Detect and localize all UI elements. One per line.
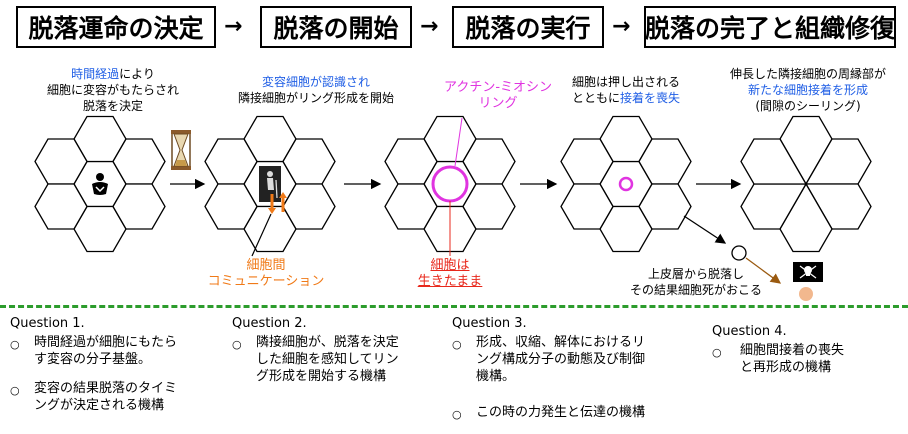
step-extrusion-start: 脱落の開始 xyxy=(260,6,412,48)
q2-bullet-1: ○ xyxy=(232,338,242,351)
dead-cell xyxy=(799,287,813,301)
hourglass-icon xyxy=(171,130,191,170)
epithelium-illustration xyxy=(34,115,872,301)
q1-item-1: 時間経過が細胞にもたら す変容の分子基盤。 xyxy=(34,334,177,368)
q3-item1-line2: ング構成分子の動態及び制御 xyxy=(476,352,646,367)
skull-crossbones-icon xyxy=(793,262,823,282)
cell-communication-label: 細胞間 コミュニケーション xyxy=(196,258,336,290)
q3-item-2: この時の力発生と伝達の機構 xyxy=(476,404,645,421)
q1-item1-line2: す変容の分子基盤。 xyxy=(34,352,152,367)
q2-item1-line1: 隣接細胞が、脱落を決定 xyxy=(256,335,399,350)
q1-item2-line2: ングが決定される機構 xyxy=(34,398,165,413)
q2-item1-line2: した細胞を感知してリン xyxy=(256,352,399,367)
stage5-caption: 伸長した隣接細胞の周縁部が 新たな細胞接着を形成 (間隙のシーリング) xyxy=(710,66,906,114)
stage5-caption-line1: 伸長した隣接細胞の周縁部が xyxy=(729,67,886,81)
q3-bullet-1: ○ xyxy=(452,338,462,351)
death-arrow xyxy=(745,257,782,284)
step-extrusion-execution: 脱落の実行 xyxy=(452,6,604,48)
communication-arrows xyxy=(251,192,287,257)
q1-item2-line1: 変容の結果脱落のタイミ xyxy=(34,381,178,396)
q1-bullet-1: ○ xyxy=(10,338,20,351)
stage2-recognized: 変容細胞が認識され xyxy=(261,75,370,89)
alive-line2: 生きたまま xyxy=(417,274,483,289)
stage4-caption: 細胞は押し出される とともに接着を喪失 xyxy=(556,74,696,106)
arrow-3: → xyxy=(612,14,631,39)
elderly-person-icon xyxy=(259,166,281,202)
comm-line2: コミュニケーション xyxy=(207,274,325,289)
q4-bullet-1: ○ xyxy=(712,346,722,359)
arrow-1: → xyxy=(224,14,243,39)
q1-bullet-2: ○ xyxy=(10,384,20,397)
q4-item-1: 細胞間接着の喪失 と再形成の機構 xyxy=(740,342,844,376)
bottom-line2: その結果細胞死がおこる xyxy=(629,283,762,297)
question-3-title: Question 3. xyxy=(452,316,527,331)
stage4-adhesion-loss: 接着を喪失 xyxy=(620,91,681,105)
stage1-time-elapsed: 時間経過 xyxy=(71,67,120,81)
actomyosin-ring xyxy=(431,165,469,203)
q2-item1-line3: グ形成を開始する機構 xyxy=(256,369,387,384)
stage5-new-adhesion: 新たな細胞接着を形成 xyxy=(747,83,868,97)
bottom-line1: 上皮層から脱落し xyxy=(647,267,744,281)
q3-bullet-2: ○ xyxy=(452,408,462,421)
stage4-caption-line2a: とともに xyxy=(571,91,620,105)
extruded-cell xyxy=(731,245,747,261)
q3-item2-line1: この時の力発生と伝達の機構 xyxy=(476,405,646,420)
stage1-caption: 時間経過により 細胞に変容がもたらされ 脱落を決定 xyxy=(38,66,188,114)
actomyosin-ring-label: アクチン-ミオシン リング xyxy=(428,80,568,112)
step-completion-repair: 脱落の完了と組織修復 xyxy=(644,6,896,48)
small-ring xyxy=(618,176,634,192)
q4-item1-line1: 細胞間接着の喪失 xyxy=(740,343,845,358)
question-4-title: Question 4. xyxy=(712,324,787,339)
stage2-caption: 変容細胞が認識され 隣接細胞がリング形成を開始 xyxy=(216,74,416,106)
ring-label-line2: リング xyxy=(478,96,518,111)
question-2-title: Question 2. xyxy=(232,316,307,331)
q3-item-1: 形成、収縮、解体におけるリ ング構成分子の動態及び制御 機構。 xyxy=(476,334,645,385)
q1-item-2: 変容の結果脱落のタイミ ングが決定される機構 xyxy=(34,380,177,414)
q1-item1-line1: 時間経過が細胞にもたら xyxy=(34,335,178,350)
stage1-caption-line2: 細胞に変容がもたらされ xyxy=(46,83,179,97)
arrow-2: → xyxy=(420,14,439,39)
stage1-caption-line3: 脱落を決定 xyxy=(82,99,143,113)
question-1-title: Question 1. xyxy=(10,316,85,331)
q4-item1-line2: と再形成の機構 xyxy=(740,360,832,375)
section-divider xyxy=(0,305,908,308)
q3-item1-line3: 機構。 xyxy=(476,369,516,384)
cell-alive-label: 細胞は 生きたまま xyxy=(410,258,490,290)
stage5-tissue xyxy=(740,115,872,253)
q2-item-1: 隣接細胞が、脱落を決定 した細胞を感知してリン グ形成を開始する機構 xyxy=(256,334,399,385)
alive-line1: 細胞は xyxy=(430,258,470,273)
stage1-caption-rest: により xyxy=(119,67,155,81)
stage2-caption-line2: 隣接細胞がリング形成を開始 xyxy=(237,91,394,105)
ring-pointer xyxy=(454,117,463,167)
stage5-caption-line3: (間隙のシーリング) xyxy=(755,99,861,113)
stage4-caption-line1: 細胞は押し出される xyxy=(571,75,680,89)
ring-label-line1: アクチン-ミオシン xyxy=(443,80,553,95)
step-fate-decision: 脱落運命の決定 xyxy=(16,6,216,48)
stage4-bottom-caption: 上皮層から脱落し その結果細胞死がおこる xyxy=(608,266,784,298)
comm-line1: 細胞間 xyxy=(246,258,286,273)
extrusion-arrow xyxy=(683,215,727,244)
q3-item1-line1: 形成、収縮、解体におけるリ xyxy=(476,335,646,350)
baby-icon xyxy=(92,173,108,195)
